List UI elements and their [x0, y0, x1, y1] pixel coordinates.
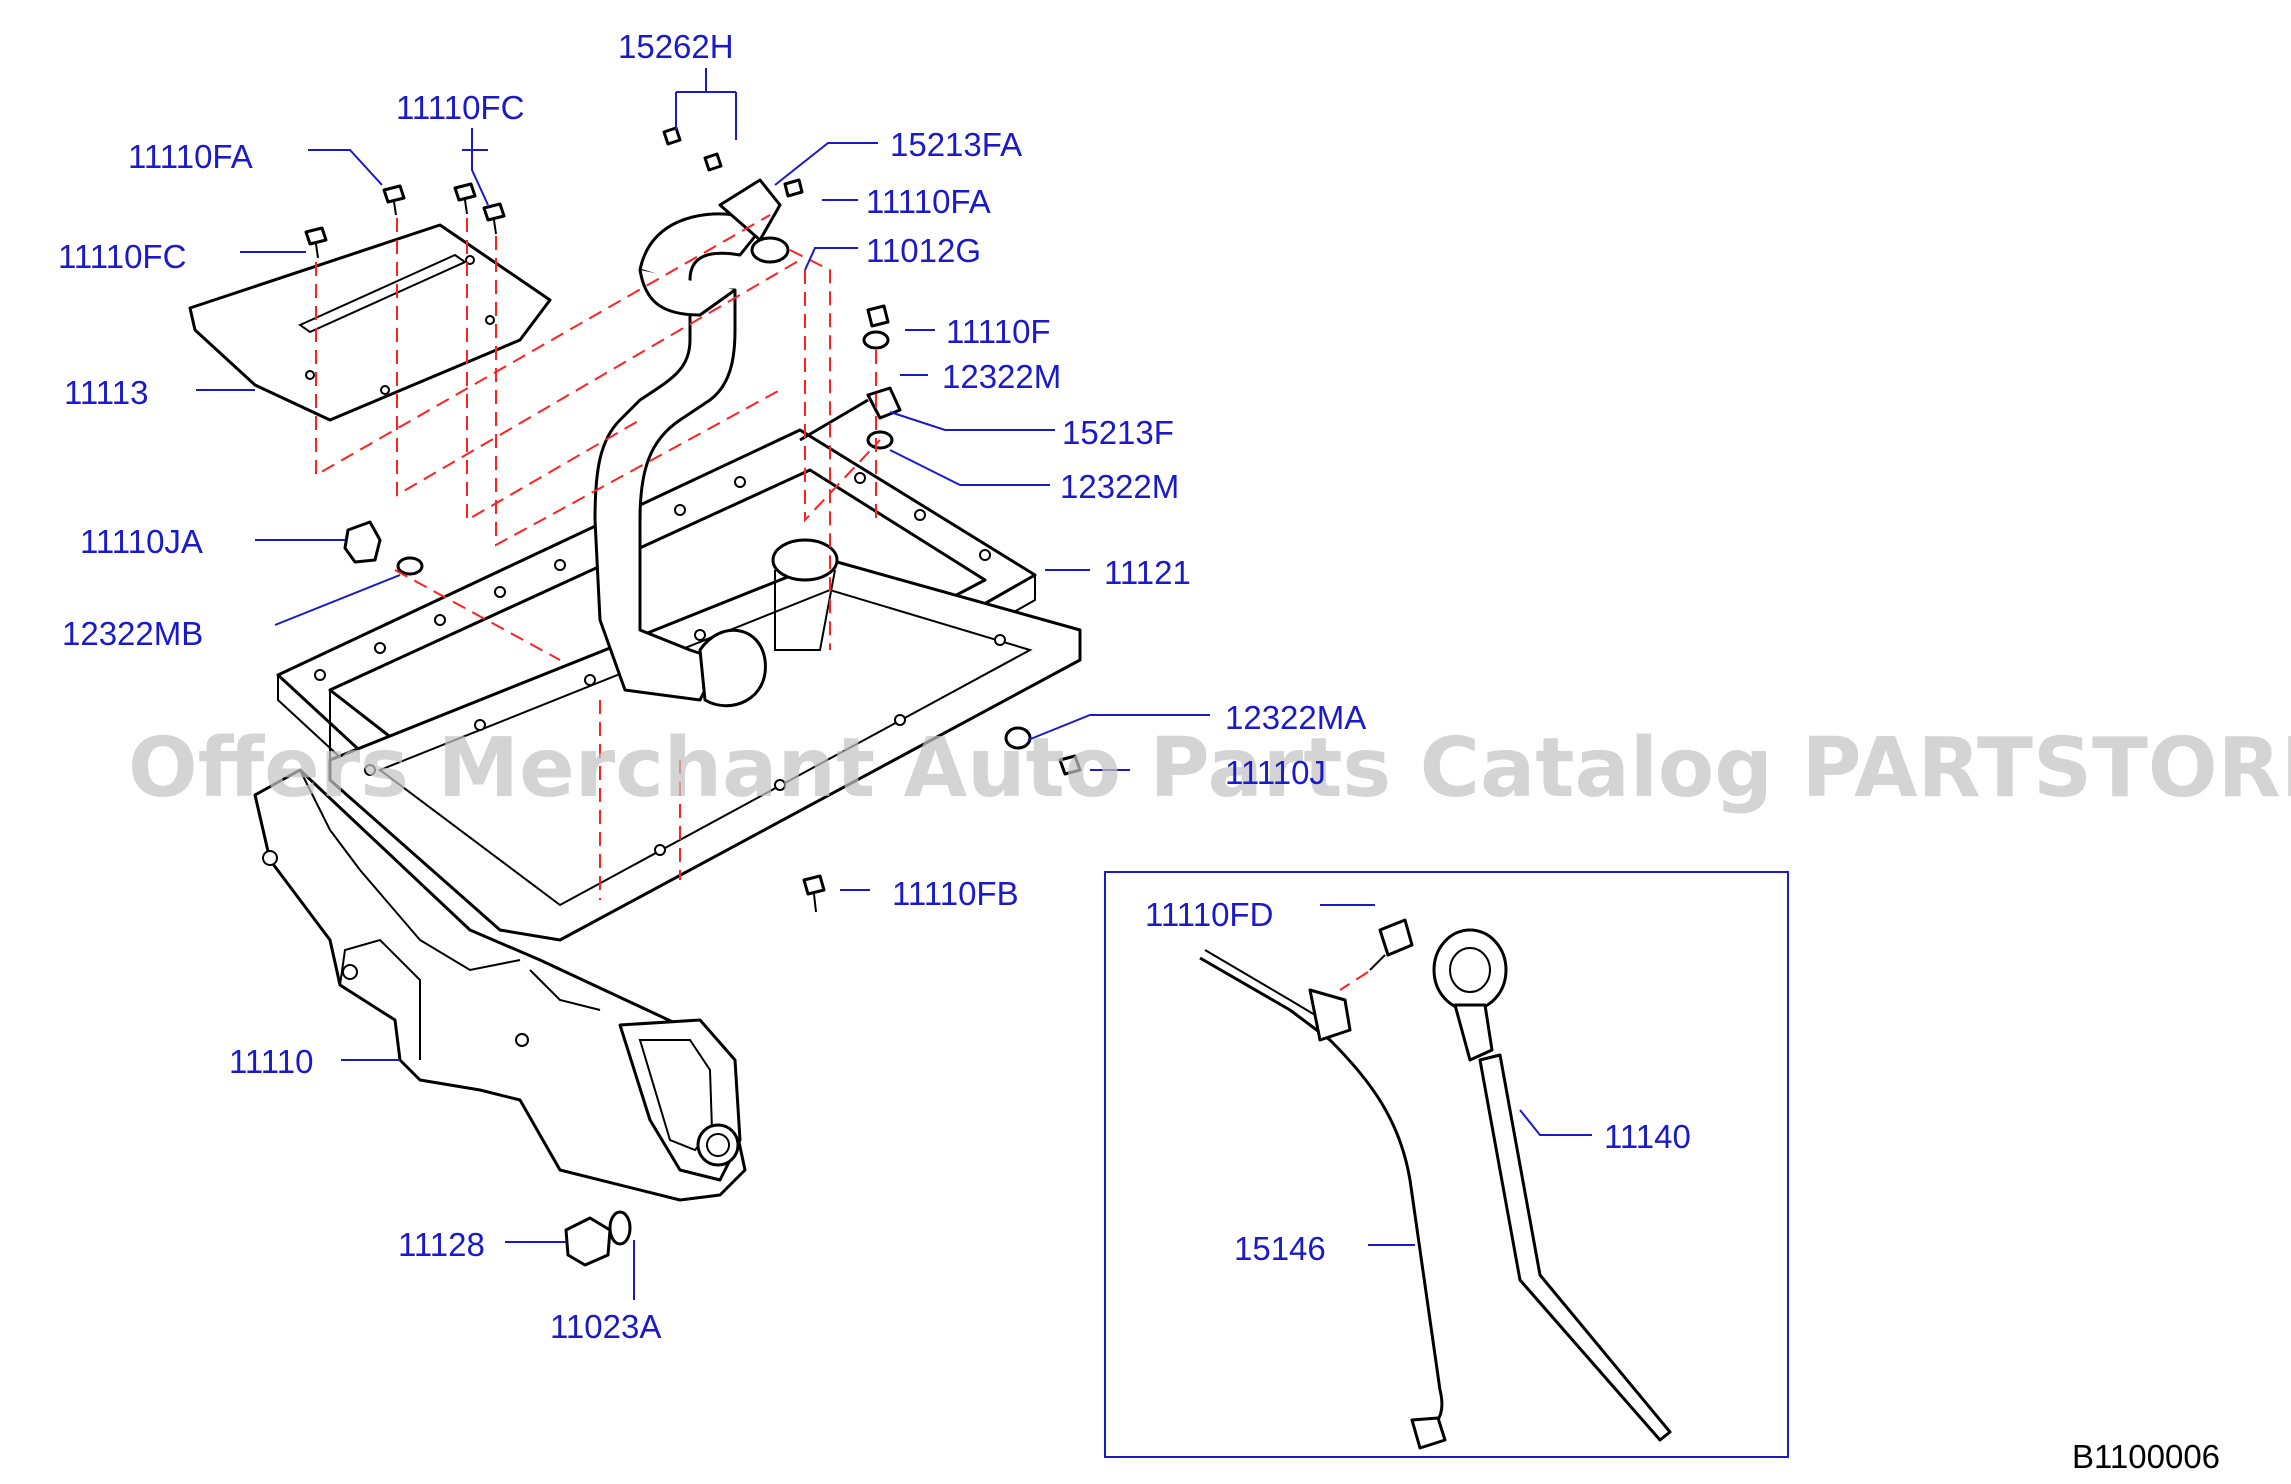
- label-11012G[interactable]: 11012G: [866, 232, 981, 269]
- oil-pan-11110: [253, 768, 747, 1202]
- label-12322MB[interactable]: 12322MB: [62, 615, 203, 652]
- label-11110JA[interactable]: 11110JA: [80, 523, 203, 560]
- label-15213FA[interactable]: 15213FA: [890, 126, 1022, 163]
- label-11110FC-top[interactable]: 11110FC: [396, 89, 524, 126]
- label-11113[interactable]: 11113: [64, 374, 148, 411]
- label-11110FA-right[interactable]: 11110FA: [866, 183, 991, 220]
- label-11121[interactable]: 11121: [1104, 554, 1191, 591]
- part-labels: 15262H 11110FC 11110FA 11110FC 11113 152…: [58, 28, 1691, 1345]
- label-15213F[interactable]: 15213F: [1062, 414, 1174, 451]
- baffle-plate-11113: [188, 223, 552, 422]
- oil-strainer-pipe: [593, 178, 839, 708]
- label-11140[interactable]: 11140: [1604, 1118, 1691, 1155]
- label-11110FC-left[interactable]: 11110FC: [58, 238, 186, 275]
- label-11110FB[interactable]: 11110FB: [892, 875, 1019, 912]
- alignment-lines: [315, 214, 881, 900]
- label-12322M-b[interactable]: 12322M: [1060, 468, 1179, 505]
- label-11110[interactable]: 11110: [229, 1043, 313, 1080]
- label-11110FA-left[interactable]: 11110FA: [128, 138, 253, 175]
- label-12322MA[interactable]: 12322MA: [1225, 699, 1366, 736]
- label-11023A[interactable]: 11023A: [550, 1308, 661, 1345]
- label-11128[interactable]: 11128: [398, 1226, 485, 1263]
- label-15262H[interactable]: 15262H: [618, 28, 734, 65]
- drain-plug-parts: [343, 520, 632, 1267]
- label-11110J[interactable]: 11110J: [1225, 754, 1326, 791]
- bolts: [304, 126, 1082, 913]
- label-15146[interactable]: 15146: [1234, 1230, 1326, 1267]
- label-11110F[interactable]: 11110F: [946, 313, 1051, 350]
- dipstick-box: [1104, 871, 1789, 1458]
- label-12322M-a[interactable]: 12322M: [942, 358, 1061, 395]
- label-11110FD[interactable]: 11110FD: [1145, 896, 1273, 933]
- leader-lines: [196, 68, 1592, 1300]
- diagram-code: B1100006: [2072, 1438, 2220, 1475]
- watermark-text: Offers Merchant Auto Parts Catalog PARTS…: [128, 721, 2291, 816]
